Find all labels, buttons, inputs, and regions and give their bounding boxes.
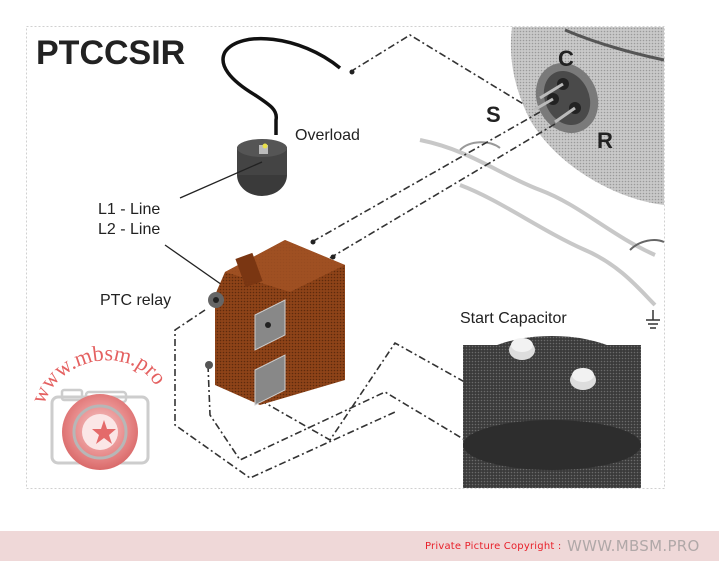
wire-relay-loop — [174, 309, 396, 479]
compressor — [510, 27, 665, 205]
ptc-relay — [205, 240, 345, 406]
overload-protector — [237, 139, 287, 196]
start-capacitor — [463, 336, 641, 488]
wire-relay-to-capacitor-1 — [259, 341, 471, 442]
copyright-label: Private Picture Copyright : — [425, 541, 562, 552]
terminal-r: R — [597, 128, 613, 153]
camera-watermark-icon — [50, 388, 150, 470]
label-overload: Overload — [295, 127, 360, 144]
wire-relay-to-capacitor-2 — [207, 364, 491, 462]
mounting-bracket — [419, 138, 665, 307]
label-l2-line: L2 - Line — [98, 221, 160, 238]
diagram-title: PTCCSIR — [36, 34, 185, 72]
wire-run-to-relay — [329, 123, 556, 259]
terminal-c: C — [558, 46, 574, 71]
label-ptc-relay: PTC relay — [100, 292, 171, 309]
label-l1-line: L1 - Line — [98, 201, 160, 218]
ptccsir-wiring-diagram: PTCCSIR Overload L1 - Line L2 - Line PTC… — [25, 26, 665, 489]
wiring-dashed — [174, 34, 556, 479]
wire-overload-to-common — [349, 34, 526, 106]
terminal-s: S — [486, 102, 501, 127]
wire-start-to-relay — [309, 111, 541, 244]
leader-l1 — [179, 161, 263, 199]
label-start-capacitor: Start Capacitor — [460, 310, 567, 327]
copyright-footer: Private Picture Copyright : WWW.MBSM.PRO — [0, 531, 719, 561]
copyright-site: WWW.MBSM.PRO — [567, 537, 700, 555]
overload-cable — [221, 36, 342, 135]
ground-symbol-icon — [646, 310, 660, 329]
